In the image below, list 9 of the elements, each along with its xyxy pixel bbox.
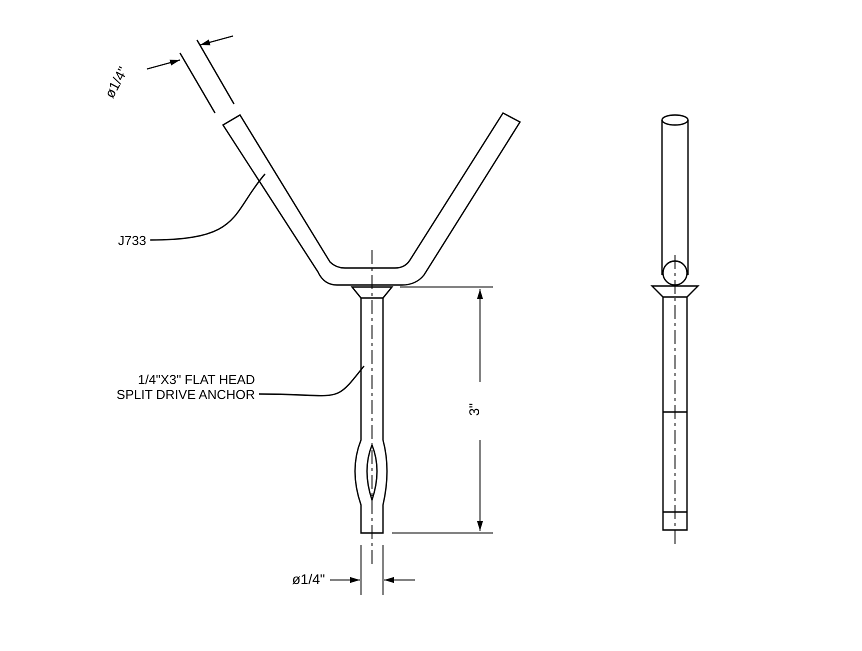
dimension-label: 3"	[466, 403, 482, 416]
bent-wire-drawing	[179, 39, 521, 286]
leader-line	[150, 174, 266, 241]
part-label: J733	[118, 233, 146, 248]
dimension-label: ø1/4"	[292, 572, 325, 587]
dimension-label: ø1/4"	[102, 64, 131, 101]
leader-line	[259, 366, 365, 396]
split-drive-anchor-drawing	[350, 286, 394, 534]
part-label: 1/4"X3" FLAT HEAD SPLIT DRIVE ANCHOR	[105, 372, 255, 402]
